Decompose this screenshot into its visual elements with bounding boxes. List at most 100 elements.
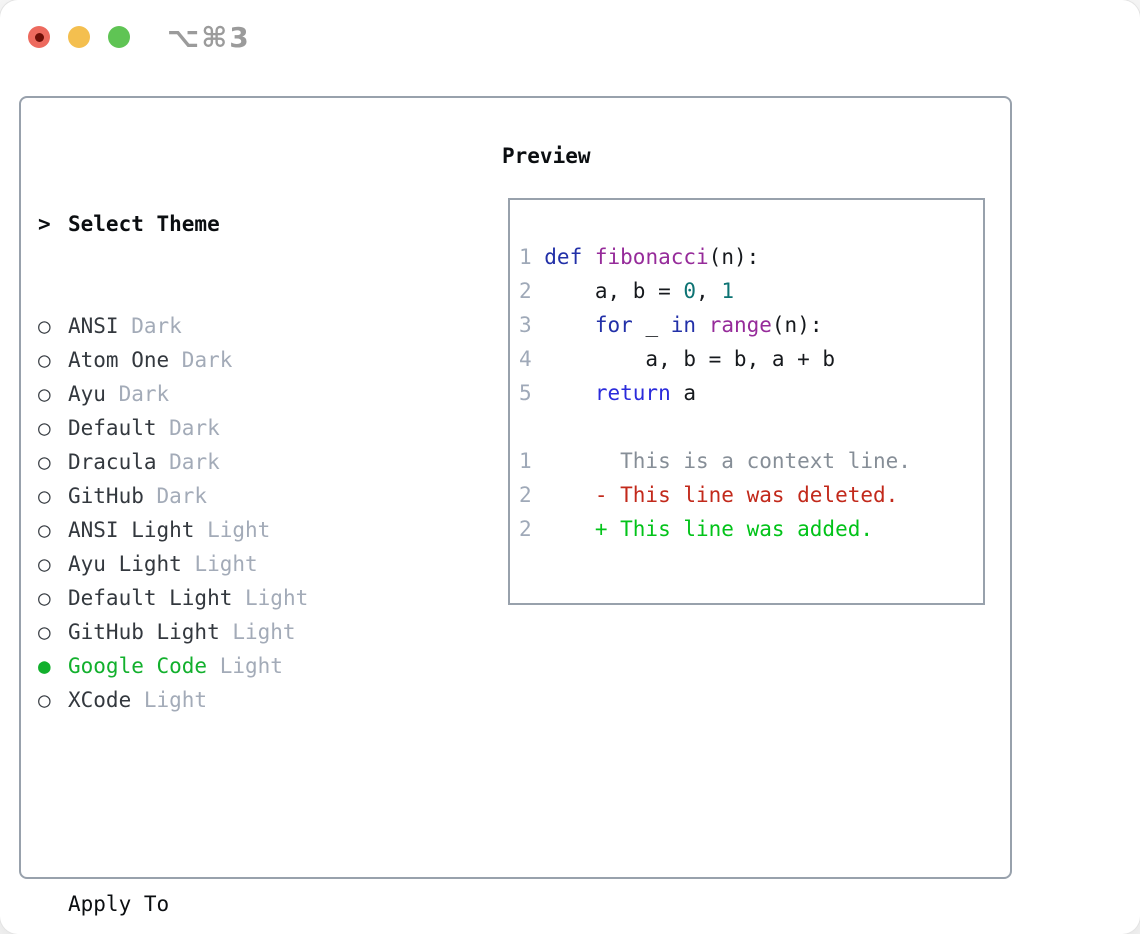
minimize-button[interactable] <box>68 26 90 48</box>
theme-name: ANSI Light <box>68 518 195 542</box>
code-token <box>582 245 595 269</box>
code-token: in <box>670 313 697 337</box>
theme-name: XCode <box>68 688 132 712</box>
diff-line-deleted: 2 - This line was deleted. <box>519 478 983 512</box>
window-title: ⌥⌘3 <box>167 21 251 54</box>
zoom-button[interactable] <box>108 26 130 48</box>
code-line: 4 a, b = b, a + b <box>519 342 983 376</box>
spacer <box>38 785 392 819</box>
radio-marker-icon: ○ <box>38 382 51 406</box>
theme-option-default[interactable]: ○ Default Dark <box>38 411 392 445</box>
theme-variant: Dark <box>169 348 233 372</box>
theme-option-ansi-light[interactable]: ○ ANSI Light Light <box>38 513 392 547</box>
theme-name: ANSI <box>68 314 119 338</box>
radio-marker-icon: ○ <box>38 688 51 712</box>
radio-marker-icon: ○ <box>38 484 51 508</box>
line-number: 4 <box>519 347 532 371</box>
line-number: 1 <box>519 449 532 473</box>
code-token: a, b = b, a + b <box>544 347 836 371</box>
theme-option-github-light[interactable]: ○ GitHub Light Light <box>38 615 392 649</box>
theme-variant: Dark <box>118 314 182 338</box>
theme-option-ayu[interactable]: ○ Ayu Dark <box>38 377 392 411</box>
code-token <box>696 313 709 337</box>
apply-to-title: Apply To <box>68 892 170 916</box>
theme-option-ayu-light[interactable]: ○Ayu Light Light <box>38 547 392 581</box>
code-line: 3 for _ in range(n): <box>519 308 983 342</box>
code-token: 0 <box>683 279 697 303</box>
theme-variant: Dark <box>143 484 208 508</box>
close-button[interactable] <box>28 26 50 48</box>
diff-line-context: 1 This is a context line. <box>519 444 983 478</box>
radio-marker-icon: ○ <box>38 518 51 542</box>
spacer <box>519 410 983 444</box>
theme-name: Atom One <box>68 348 170 372</box>
cursor-icon: > <box>38 212 51 236</box>
theme-variant: Light <box>207 654 283 678</box>
theme-variant: Light <box>181 552 258 576</box>
code-token <box>544 313 595 337</box>
radio-marker-icon: ○ <box>38 348 51 372</box>
code-token: range <box>708 313 772 337</box>
code-token: def <box>544 245 583 269</box>
line-number: 2 <box>519 279 532 303</box>
theme-name: GitHub Light <box>68 620 220 644</box>
theme-option-atom-one[interactable]: ○ Atom One Dark <box>38 343 392 377</box>
preview-title: Preview <box>502 144 591 168</box>
theme-name: Ayu <box>68 382 106 406</box>
theme-option-google-code[interactable]: ●Google Code Light <box>38 649 392 683</box>
theme-name: Google Code <box>68 654 208 678</box>
theme-option-github[interactable]: ○ GitHub Dark <box>38 479 392 513</box>
diff-sample: 1 This is a context line.2 - This line w… <box>519 444 983 546</box>
theme-selector-panel: >Select Theme ○ANSI Dark○Atom One Dark○A… <box>38 139 392 934</box>
diff-text: - This line was deleted. <box>544 483 899 507</box>
theme-name: GitHub <box>68 484 144 508</box>
theme-variant: Dark <box>156 450 220 474</box>
theme-option-default-light[interactable]: ○Default Light Light <box>38 581 392 615</box>
theme-list: ○ANSI Dark○Atom One Dark○Ayu Dark○Defaul… <box>38 309 392 717</box>
theme-variant: Dark <box>156 416 220 440</box>
apply-to-header: Apply To <box>38 887 392 921</box>
theme-variant: Light <box>232 586 309 610</box>
line-number: 2 <box>519 483 532 507</box>
line-number: 5 <box>519 381 532 405</box>
code-token: fibonacci <box>594 245 709 269</box>
select-theme-header: > Select Theme <box>38 207 392 241</box>
traffic-lights <box>28 26 130 48</box>
code-token: for <box>594 313 633 337</box>
code-line: 5 return a <box>519 376 983 410</box>
code-line: 2 a, b = 0, 1 <box>519 274 983 308</box>
theme-variant: Dark <box>105 382 170 406</box>
line-number: 1 <box>519 245 532 269</box>
code-token: a, b = <box>544 279 684 303</box>
radio-marker-icon: ○ <box>38 620 51 644</box>
code-token: (n): <box>771 313 823 337</box>
code-token <box>544 381 595 405</box>
radio-marker-icon: ○ <box>38 586 51 610</box>
theme-name: Default <box>68 416 157 440</box>
theme-option-ansi[interactable]: ○ ANSI Dark <box>38 309 392 343</box>
code-token: return <box>594 381 671 405</box>
content-panel: >Select Theme ○ANSI Dark○Atom One Dark○A… <box>19 96 1012 916</box>
select-theme-title: Select Theme <box>68 212 220 236</box>
radio-marker-icon: ○ <box>38 416 51 440</box>
theme-variant: Light <box>194 518 271 542</box>
theme-variant: Light <box>131 688 208 712</box>
theme-option-dracula[interactable]: ○ Dracula Dark <box>38 445 392 479</box>
line-number: 3 <box>519 313 532 337</box>
theme-option-xcode[interactable]: ○ XCode Light <box>38 683 392 717</box>
diff-text: + This line was added. <box>544 517 874 541</box>
code-token: , <box>696 279 722 303</box>
radio-marker-icon: ○ <box>38 450 51 474</box>
diff-line-added: 2 + This line was added. <box>519 512 983 546</box>
theme-name: Dracula <box>68 450 157 474</box>
line-number: 2 <box>519 517 532 541</box>
theme-variant: Light <box>219 620 296 644</box>
radio-marker-icon: ○ <box>38 314 51 338</box>
diff-text: This is a context line. <box>544 449 911 473</box>
code-token: a <box>670 381 697 405</box>
radio-marker-icon: ○ <box>38 552 51 576</box>
